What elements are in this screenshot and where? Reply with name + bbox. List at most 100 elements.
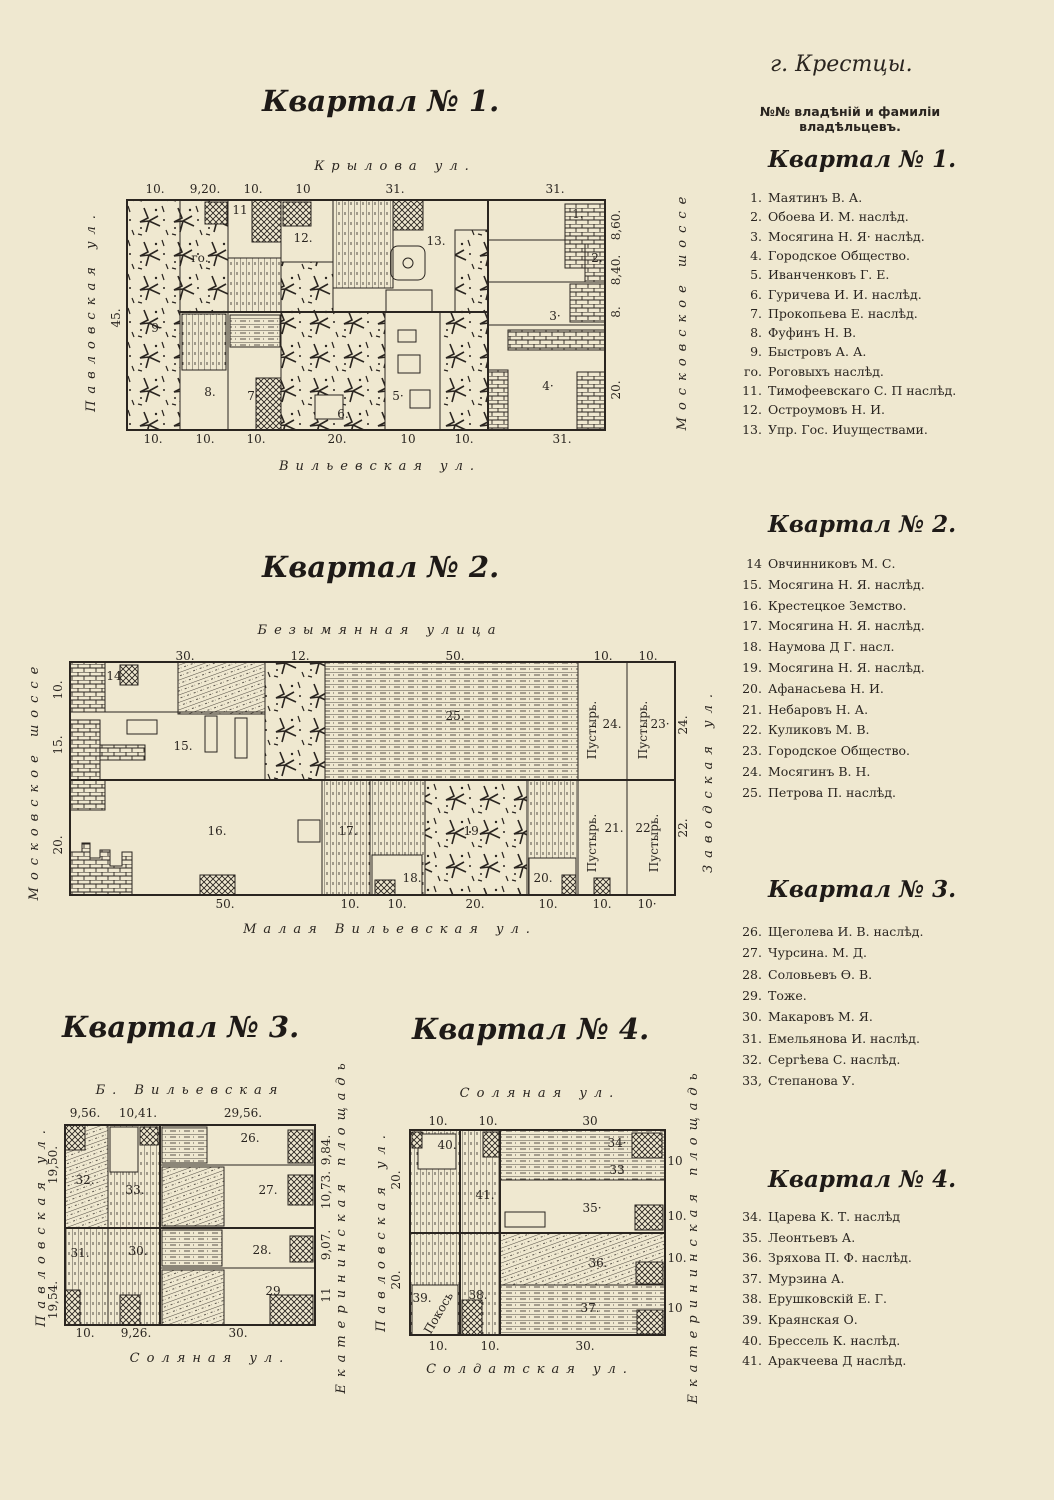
owner-name: Мосягина Н. Я. наслѣд.: [768, 660, 925, 675]
frontage-dimension: 20.: [389, 1270, 403, 1289]
owner-name: Щеголева И. В. наслѣд.: [768, 924, 924, 939]
plot-number: 33,: [742, 1073, 762, 1089]
owner-name: Городское Общество.: [768, 743, 910, 759]
plot-label: 8.: [204, 385, 215, 399]
owner-list-item: 24.Мосягинъ В. Н.: [730, 764, 870, 779]
owner-list-item: 15.Мосягина Н. Я. наслѣд.: [730, 577, 925, 592]
quarter-4-plan: [409, 1129, 666, 1336]
frontage-dimension: 10: [400, 432, 415, 446]
frontage-dimension: 8,60.: [609, 210, 623, 241]
plot-label: 33: [609, 1163, 624, 1177]
quarter-1-plan: [126, 199, 606, 431]
frontage-dimension: 20.: [389, 1170, 403, 1189]
owner-name: Гуричева И. И. наслѣд.: [768, 286, 922, 302]
owner-name: Зряхова П. Ф. наслѣд.: [768, 1250, 912, 1266]
plot-number: 29.: [742, 987, 762, 1003]
plot-number: 2.: [750, 209, 762, 225]
owner-name: Аракчеева Д наслѣд.: [768, 1353, 907, 1369]
frontage-dimension: 12.: [290, 649, 309, 663]
plot-number: 40.: [742, 1332, 762, 1348]
frontage-dimension: 9,56.: [70, 1106, 101, 1120]
frontage-dimension: 10.: [195, 432, 214, 446]
plot-label: 21.: [604, 821, 623, 835]
list-title-quarter-2: Квартал № 2.: [768, 511, 957, 538]
owner-name: Сергѣева С. наслѣд.: [768, 1051, 901, 1067]
frontage-dimension: 10.: [667, 1209, 686, 1223]
owner-list-item: 17.Мосягина Н. Я. наслѣд.: [730, 618, 925, 633]
frontage-dimension: 10.: [387, 897, 406, 911]
plot-number: 9.: [750, 344, 762, 360]
owner-list-item: 25. Петрова П. наслѣд.: [730, 785, 896, 800]
plot-label: 5·: [392, 389, 403, 403]
owner-name: Мосягинъ В. Н.: [768, 764, 871, 779]
owner-name: Царева К. Т. наслѣд: [768, 1209, 901, 1224]
map-title-quarter-4: Квартал № 4.: [412, 1012, 650, 1046]
plot-label: 31.: [70, 1246, 89, 1260]
owner-name: Чурсина. М. Д.: [768, 945, 867, 961]
list-title-quarter-4: Квартал № 4.: [768, 1166, 957, 1193]
plot-number: 34.: [742, 1209, 762, 1224]
owner-name: Овчинниковъ М. С.: [768, 556, 896, 571]
frontage-dimension: 10.: [454, 432, 473, 446]
frontage-dimension: 10.: [592, 897, 611, 911]
street-label: Солдатская ул.: [426, 1362, 634, 1377]
street-label: Заводская ул.: [701, 687, 716, 873]
plot-label: 28.: [252, 1243, 271, 1257]
plot-number: го.: [743, 363, 762, 379]
owner-name: Иванченковъ Г. Е.: [768, 267, 890, 283]
owner-list-item: 31. Емельянова И. наслѣд.: [730, 1031, 920, 1046]
plot-number: 5.: [750, 267, 762, 283]
owner-name: Петрова П. наслѣд.: [768, 784, 896, 800]
frontage-dimension: 9,20.: [190, 182, 221, 196]
plot-label: 1.: [572, 207, 583, 221]
owner-name: Мосягина Н. Я. наслѣд.: [768, 618, 925, 634]
owner-name: Упр. Гос. Иuуществами.: [768, 421, 928, 437]
owner-name: Мурзина А.: [768, 1270, 845, 1286]
quarter-3-plan: [64, 1124, 316, 1326]
list-title-quarter-1: Квартал № 1.: [768, 146, 957, 173]
owner-name: Краянская О.: [768, 1312, 858, 1327]
frontage-dimension: 20.: [465, 897, 484, 911]
plot-label: Пустырь.: [636, 701, 650, 759]
owner-name: Остроумовъ Н. И.: [768, 402, 885, 418]
owner-name: Емельянова И. наслѣд.: [768, 1030, 920, 1046]
plot-label: Пустырь.: [585, 701, 599, 759]
owner-list-item: 30.Макаровъ М. Я.: [730, 1009, 873, 1024]
owner-list-item: 5. Иванченковъ Г. Е.: [730, 267, 889, 282]
plot-label: 15.: [173, 739, 192, 753]
plot-label: 20.: [533, 871, 552, 885]
street-label: Павловская ул.: [34, 1123, 49, 1328]
owner-list-item: 9.Быстровъ А. А.: [730, 344, 866, 359]
plot-label: 13.: [426, 234, 445, 248]
frontage-dimension: 10.: [638, 649, 657, 663]
frontage-dimension: 19,50.: [46, 1146, 60, 1184]
plot-number: 39.: [742, 1312, 762, 1327]
plot-number: 25.: [742, 784, 762, 800]
frontage-dimension: 24.: [676, 715, 690, 734]
frontage-dimension: 11: [319, 1287, 333, 1302]
plot-label: 38.: [468, 1288, 487, 1302]
map-title-quarter-2: Квартал № 2.: [262, 550, 500, 584]
plot-label: 14: [106, 669, 122, 683]
frontage-dimension: 19,54.: [46, 1281, 60, 1319]
plot-label: 17.: [338, 824, 357, 838]
frontage-dimension: 10,73.: [319, 1171, 333, 1209]
street-label: Павловская ул.: [84, 208, 99, 413]
owner-list-item: 12.Остроумовъ Н. И.: [730, 402, 885, 417]
plot-number: 37.: [742, 1270, 762, 1286]
frontage-dimension: 10.: [478, 1114, 497, 1128]
plot-number: 23.: [742, 743, 762, 759]
plot-label: 11: [232, 203, 247, 217]
plot-number: 31.: [742, 1030, 762, 1046]
plot-label: 36.: [588, 1256, 607, 1270]
owner-list-item: 1.Маятинъ В. А.: [730, 190, 862, 205]
plot-label: Пустырь.: [647, 814, 661, 872]
frontage-dimension: 31.: [552, 432, 571, 446]
frontage-dimension: 50.: [445, 649, 464, 663]
plot-label: 29: [265, 1284, 280, 1298]
plot-label: 35·: [582, 1201, 601, 1215]
plot-number: 22.: [742, 722, 762, 738]
plot-number: 7.: [750, 305, 762, 321]
frontage-dimension: 45.: [109, 308, 123, 327]
